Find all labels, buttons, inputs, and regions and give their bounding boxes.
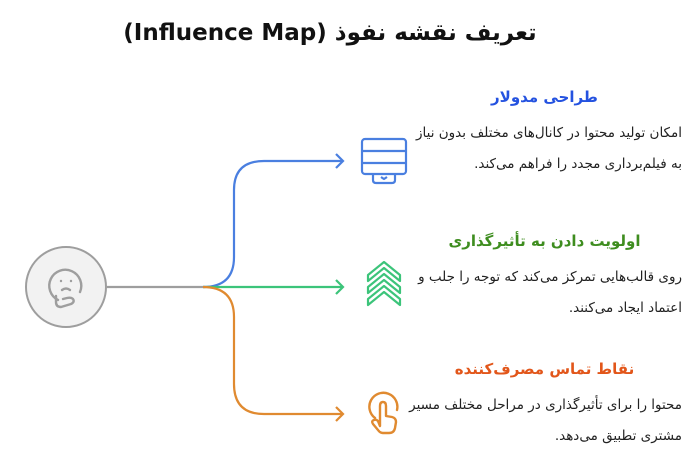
branch-line-1 — [202, 159, 343, 289]
thinking-face-icon — [48, 268, 83, 309]
center-node — [25, 246, 107, 328]
chevrons-up-icon — [366, 260, 402, 307]
branch-heading: نقاط تماس مصرف‌کننده — [454, 360, 635, 378]
branch-heading: اولویت دادن به تأثیرگذاری — [448, 232, 641, 250]
arrow-head-3 — [335, 406, 345, 422]
branch-line-3 — [202, 285, 343, 416]
tap-hand-icon — [368, 391, 399, 435]
branch-block-modular-design: طراحی مدولار امکان تولید محتوا در کانال‌… — [407, 88, 682, 180]
branch-block-consumer-touchpoints: نقاط تماس مصرف‌کننده محتوا را برای تأثیر… — [407, 360, 682, 452]
arrow-head-2 — [335, 279, 345, 295]
page-title: تعریف نقشه نفوذ (Influence Map) — [123, 20, 537, 46]
layered-server-icon — [360, 137, 408, 185]
branch-block-prioritize-impact: اولویت دادن به تأثیرگذاری روی قالب‌هایی … — [407, 232, 682, 324]
arrow-head-1 — [335, 153, 345, 169]
branch-description: روی قالب‌هایی تمرکز می‌کند که توجه را جل… — [418, 269, 682, 316]
branch-description: امکان تولید محتوا در کانال‌های مختلف بدو… — [415, 125, 682, 172]
branch-description: محتوا را برای تأثیرگذاری در مراحل مختلف … — [409, 397, 682, 444]
branch-heading: طراحی مدولار — [491, 88, 598, 106]
